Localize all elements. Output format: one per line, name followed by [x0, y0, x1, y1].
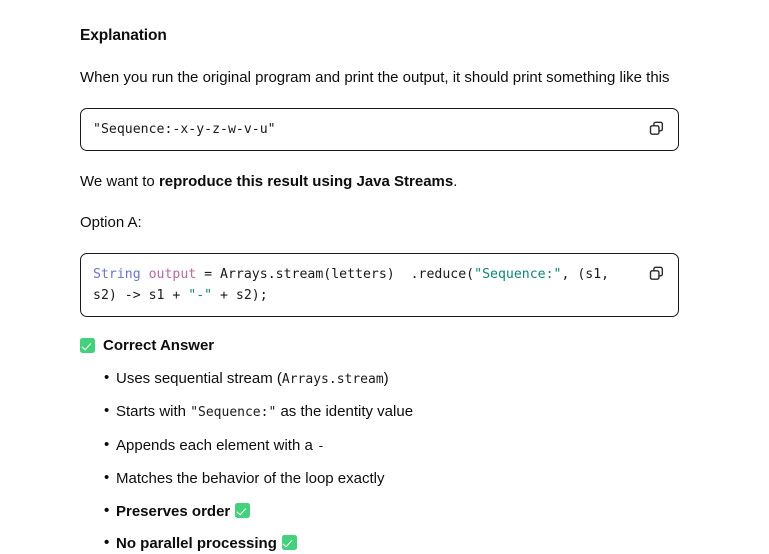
- copy-icon-glyph: [649, 267, 663, 281]
- answer-bullet-list: Uses sequential stream (Arrays.stream) St…: [80, 367, 689, 554]
- code-token-var: output: [148, 266, 197, 282]
- code-token-plain: [141, 267, 149, 282]
- list-item: Preserves order: [80, 500, 689, 522]
- intro-paragraph: When you run the original program and pr…: [80, 68, 670, 86]
- white-check-mark-icon: [235, 502, 251, 518]
- list-item-text: as the identity value: [276, 403, 414, 421]
- list-item-text: Uses sequential stream (: [116, 369, 282, 387]
- code-token-type: String: [93, 266, 141, 282]
- white-check-mark-icon: [281, 535, 297, 551]
- reproduce-prefix: We want to: [80, 172, 159, 190]
- page-title: Explanation: [80, 27, 167, 44]
- reproduce-bold: reproduce this result using Java Streams: [158, 172, 454, 190]
- list-item: No parallel processing: [80, 532, 689, 554]
- option-code-block: String output = Arrays.stream(letters) .…: [80, 252, 679, 317]
- copy-icon-glyph: [649, 122, 663, 136]
- code-token-string: "-": [188, 287, 213, 303]
- code-token-string: "Sequence:": [474, 266, 562, 282]
- list-item-text: Appends each element with a: [116, 436, 317, 454]
- option-label: Option A:: [80, 213, 142, 231]
- inline-code: -: [316, 438, 325, 454]
- reproduce-paragraph: We want to reproduce this result using J…: [80, 171, 680, 192]
- code-token-plain: + s2);: [212, 287, 268, 303]
- copy-icon[interactable]: [646, 264, 666, 284]
- inline-code: "Sequence:": [190, 405, 277, 421]
- list-item-text: ): [383, 369, 389, 387]
- reproduce-suffix: .: [453, 172, 458, 190]
- inline-code: Arrays.stream: [281, 371, 384, 387]
- option-code-text: String output = Arrays.stream(letters) .…: [93, 264, 630, 306]
- list-item: Matches the behavior of the loop exactly: [80, 467, 689, 489]
- output-code-block: "Sequence:-x-y-z-w-v-u": [80, 107, 679, 151]
- correct-answer-heading: Correct Answer: [80, 337, 689, 354]
- list-item-text: No parallel processing: [116, 535, 277, 553]
- list-item-text: Starts with: [116, 403, 191, 421]
- list-item-text: Preserves order: [116, 502, 231, 520]
- output-code-text: "Sequence:-x-y-z-w-v-u": [93, 121, 276, 137]
- copy-icon[interactable]: [646, 119, 666, 139]
- list-item: Starts with "Sequence:" as the identity …: [80, 400, 689, 423]
- correct-answer-label: Correct Answer: [103, 336, 215, 354]
- code-token-plain: = Arrays.stream(letters) .reduce(: [196, 266, 475, 282]
- list-item: Appends each element with a -: [80, 434, 689, 457]
- list-item-text: Matches the behavior of the loop exactly: [116, 470, 385, 488]
- list-item: Uses sequential stream (Arrays.stream): [80, 367, 689, 390]
- code-token-plain: , (s1, s2) -> s1 +: [93, 266, 618, 303]
- white-check-mark-icon: [80, 337, 95, 353]
